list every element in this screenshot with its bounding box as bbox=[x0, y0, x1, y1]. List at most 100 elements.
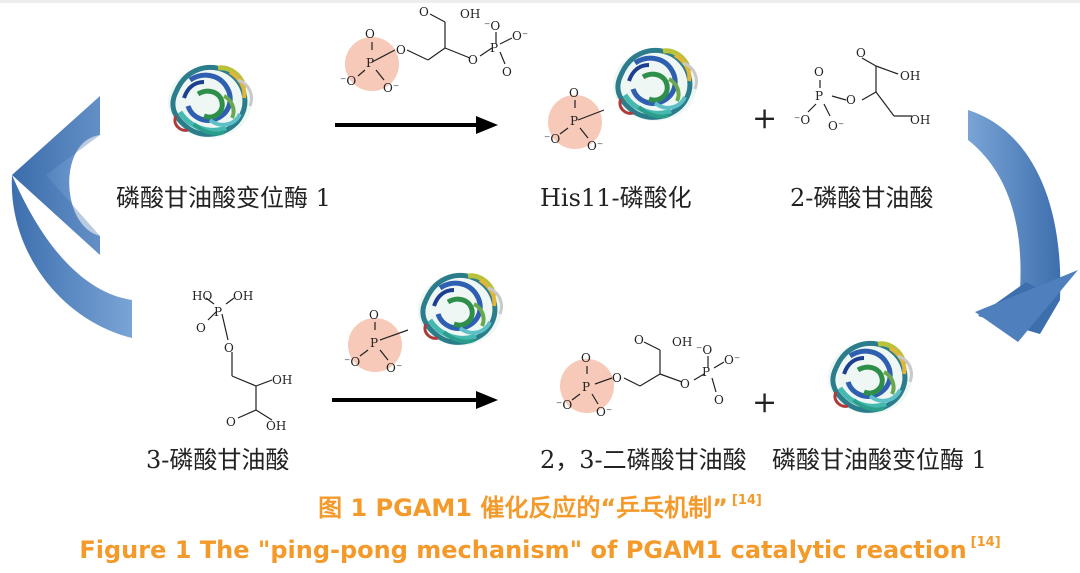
chem-label: ⁻O bbox=[484, 19, 500, 33]
diagram-shape bbox=[623, 377, 641, 387]
chem-label: O bbox=[680, 377, 690, 391]
diagram-shape bbox=[875, 65, 899, 75]
diagram-shape bbox=[559, 127, 569, 135]
label-enzyme-bottom: 磷酸甘油酸变位酶 1 bbox=[772, 446, 987, 474]
chem-label: P bbox=[582, 380, 590, 394]
diagram-shape bbox=[875, 91, 895, 117]
diagram-shape bbox=[861, 57, 877, 67]
chem-label: O bbox=[634, 333, 644, 347]
diagram-shape bbox=[359, 349, 369, 357]
chem-label: O bbox=[419, 5, 429, 19]
chem-label: ⁻O bbox=[556, 398, 572, 412]
diagram-shape bbox=[406, 49, 429, 61]
protein-top-left bbox=[168, 66, 252, 138]
diagram-shape bbox=[579, 127, 589, 139]
label-3pg: 3-磷酸甘油酸 bbox=[146, 446, 290, 474]
chem-label: P bbox=[214, 305, 222, 319]
diagram-shape bbox=[975, 270, 1078, 342]
diagram-shape bbox=[571, 393, 581, 401]
chem-label: O bbox=[569, 86, 579, 100]
chem-label: O⁻ bbox=[587, 139, 603, 153]
diagram-shape bbox=[476, 391, 498, 409]
diagram-shape bbox=[429, 13, 446, 23]
chem-label: O bbox=[468, 53, 478, 67]
diagram-shape bbox=[711, 377, 717, 393]
chem-label: ⁻O bbox=[794, 113, 810, 127]
diagram-shape bbox=[807, 103, 817, 113]
chem-label: O bbox=[365, 27, 375, 41]
phosphate-highlight-1 bbox=[345, 37, 399, 91]
chem-label: O bbox=[814, 65, 824, 79]
chem-label: O bbox=[369, 308, 379, 322]
diagram-shape bbox=[571, 341, 725, 405]
chem-label: OH bbox=[272, 373, 292, 387]
diagram-shape bbox=[499, 37, 513, 45]
diagram-shape bbox=[476, 116, 498, 134]
plus-bottom: + bbox=[752, 385, 777, 420]
chem-label: ⁻O bbox=[544, 132, 560, 146]
diagram-shape bbox=[225, 297, 235, 305]
chem-label: P bbox=[490, 41, 498, 55]
label-enzyme-top: 磷酸甘油酸变位酶 1 bbox=[116, 184, 331, 212]
chem-label: ⁻O bbox=[340, 74, 356, 88]
diagram-shape bbox=[444, 47, 471, 59]
chem-label: OH bbox=[900, 69, 920, 83]
diagram-shape bbox=[237, 409, 257, 419]
caption-chinese: 图 1 PGAM1 催化反应的“乒乓机制”[14] bbox=[0, 488, 1080, 523]
chem-label: O bbox=[856, 46, 866, 60]
phosphate-highlight-3 bbox=[348, 318, 402, 372]
diagram-shape bbox=[861, 91, 877, 101]
diagram-shape bbox=[379, 329, 409, 341]
diagram-shape bbox=[659, 373, 683, 383]
chem-label: O⁻ bbox=[512, 29, 528, 43]
label-his11: His11-磷酸化 bbox=[540, 184, 692, 212]
chem-label: O bbox=[224, 341, 234, 355]
chem-label: P bbox=[815, 89, 823, 103]
diagram-shape bbox=[379, 349, 389, 361]
chem-label: ⁻O bbox=[696, 343, 712, 357]
diagram-shape bbox=[499, 51, 506, 65]
diagram-shape bbox=[594, 377, 613, 385]
chem-p: P bbox=[366, 56, 374, 70]
protein-top-middle bbox=[613, 49, 697, 121]
protein-bottom-middle bbox=[418, 274, 502, 346]
chem-label: OH bbox=[672, 335, 692, 349]
diagram-shape bbox=[231, 375, 257, 387]
chem-label: O bbox=[396, 43, 406, 57]
chem-label: O⁻ bbox=[383, 81, 399, 95]
diagram-shape bbox=[591, 393, 599, 405]
diagram-shape bbox=[255, 409, 273, 421]
diagram-shape bbox=[807, 57, 912, 117]
caption-english: Figure 1 The "ping-pong mechanism" of PG… bbox=[0, 535, 1080, 564]
chem-label: O⁻ bbox=[386, 361, 402, 375]
chem-label: P bbox=[570, 114, 578, 128]
diagram-shape bbox=[12, 96, 100, 255]
diagram-shape bbox=[205, 297, 273, 421]
diagram-shape bbox=[823, 103, 831, 117]
plus-top: + bbox=[752, 101, 777, 136]
chem-label: OH bbox=[460, 7, 480, 21]
chem-label: O⁻ bbox=[828, 119, 844, 133]
chem-label: O bbox=[714, 393, 724, 407]
chem-label: ⁻O bbox=[344, 355, 360, 369]
left-cycle-arrow bbox=[12, 96, 100, 255]
chem-label: O bbox=[226, 415, 236, 429]
chem-label: O⁻ bbox=[724, 353, 740, 367]
caption-english-ref: [14] bbox=[970, 535, 1001, 550]
diagram-shape bbox=[207, 311, 217, 321]
diagram-shape bbox=[427, 47, 446, 61]
chem-label: O bbox=[196, 321, 206, 335]
diagram-shape bbox=[375, 69, 385, 81]
label-2pg: 2-磷酸甘油酸 bbox=[790, 184, 934, 212]
chem-label: OH bbox=[233, 289, 253, 303]
diagram-shape bbox=[221, 313, 229, 341]
chem-label: O bbox=[846, 93, 856, 107]
label-bpg: 2，3-二磷酸甘油酸 bbox=[540, 446, 747, 474]
top-divider bbox=[0, 0, 1080, 3]
diagram-shape bbox=[205, 297, 215, 305]
diagram-shape bbox=[639, 373, 661, 387]
chem-label: P bbox=[702, 365, 710, 379]
chem-label: HO bbox=[192, 289, 212, 303]
diagram-shape bbox=[255, 379, 273, 387]
diagram-shape bbox=[479, 47, 493, 57]
